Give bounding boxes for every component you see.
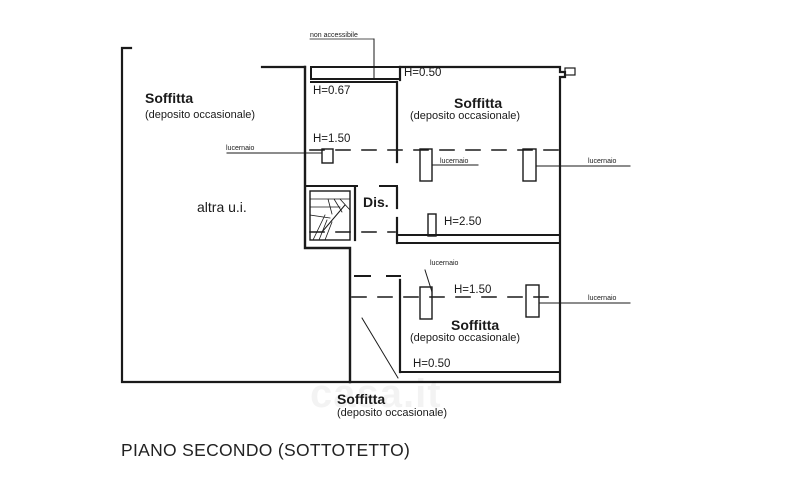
stairs-arrow — [321, 204, 346, 233]
soffitta-ne-name: Soffitta — [454, 95, 503, 111]
skylight-f — [427, 213, 437, 237]
height-se-mid: H=1.50 — [454, 284, 492, 296]
height-se-low: H=0.50 — [413, 358, 451, 370]
soffitta-nw-use: (deposito occasionale) — [145, 109, 256, 121]
soffitta-se-use: (deposito occasionale) — [410, 332, 521, 344]
soffitta-s-use: (deposito occasionale) — [337, 407, 448, 419]
roof-slope-line — [361, 317, 399, 379]
soffitta-s-name: Soffitta — [337, 391, 386, 407]
skylight-label-a: lucernaio — [226, 145, 255, 152]
stairs — [309, 190, 351, 241]
skylight-b — [419, 148, 433, 182]
height-center: H=2.50 — [444, 216, 482, 228]
skylight-label-c: lucernaio — [588, 158, 617, 165]
height-nw-low: H=0.67 — [313, 85, 351, 97]
skylight-label-e: lucernaio — [588, 295, 617, 302]
skylight-label-d: lucernaio — [430, 260, 459, 267]
altra-ui-label: altra u.i. — [197, 199, 247, 215]
outer-wall — [120, 46, 567, 384]
skylight-d — [419, 286, 433, 320]
party-wall — [303, 65, 352, 384]
skylight-c — [522, 148, 537, 182]
height-nw-mid: H=1.50 — [313, 133, 351, 145]
skylight-a — [321, 148, 334, 164]
inaccessible-strip — [310, 66, 401, 80]
inaccessible-label: non accessibile — [310, 32, 358, 39]
height-top-strip: H=0.50 — [404, 67, 442, 79]
soffitta-nw-name: Soffitta — [145, 90, 194, 106]
skylight-label-b: lucernaio — [440, 158, 469, 165]
wall-nub — [564, 67, 576, 76]
plan-title: PIANO SECONDO (SOTTOTETTO) — [121, 440, 411, 460]
watermark: casa.it — [310, 372, 442, 417]
soffitta-ne-use: (deposito occasionale) — [410, 110, 521, 122]
skylight-e — [525, 284, 540, 318]
dis-label: Dis. — [363, 194, 389, 210]
stairs-treads — [309, 198, 351, 241]
soffitta-se-name: Soffitta — [451, 317, 500, 333]
leader-d — [424, 269, 433, 293]
